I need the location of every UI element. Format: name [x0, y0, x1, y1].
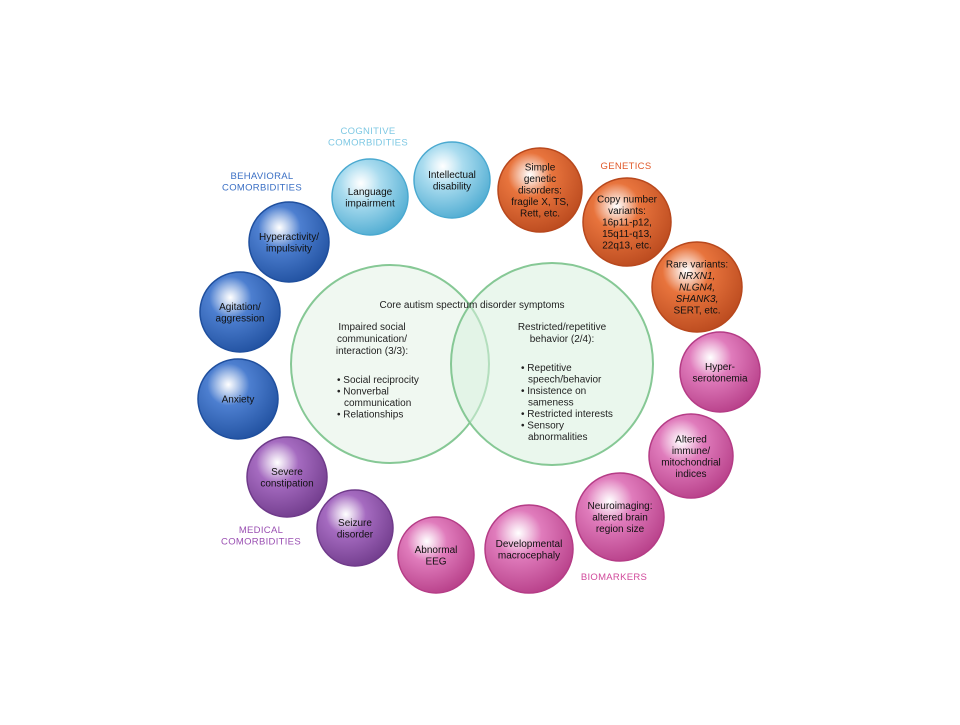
- language-impairment-circle: [331, 158, 409, 236]
- core-title: Core autism spectrum disorder symptoms: [379, 300, 564, 311]
- developmental-macrocephaly-circle: [484, 504, 574, 594]
- bubble-hyperserotonemia: Hyper-serotonemia: [679, 331, 761, 413]
- bubble-anxiety: Anxiety: [197, 358, 279, 440]
- altered-immune-indices-circle: [648, 413, 734, 499]
- biomarkers-group-label: BIOMARKERS: [581, 572, 647, 583]
- rare-variants-label: Rare variants:NRXN1,NLGN4,SHANK3,SERT, e…: [666, 260, 728, 317]
- agitation-aggression-label: Agitation/aggression: [216, 302, 265, 325]
- hyperserotonemia-label: Hyper-serotonemia: [692, 362, 747, 385]
- abnormal-eeg-circle: [397, 516, 475, 594]
- venn-right-circle: [450, 262, 654, 466]
- venn-core: Core autism spectrum disorder symptoms I…: [290, 262, 654, 466]
- anxiety-label: Anxiety: [222, 395, 255, 406]
- bubble-rare-variants: Rare variants:NRXN1,NLGN4,SHANK3,SERT, e…: [651, 241, 743, 333]
- simple-genetic-disorders-circle: [497, 147, 583, 233]
- copy-number-variants-circle: [582, 177, 672, 267]
- hyperserotonemia-circle: [679, 331, 761, 413]
- genetics-group-label: GENETICS: [601, 161, 652, 172]
- agitation-aggression-circle: [199, 271, 281, 353]
- intellectual-disability-circle: [413, 141, 491, 219]
- anxiety-circle: [197, 358, 279, 440]
- severe-constipation-circle: [246, 436, 328, 518]
- hyperactivity-impulsivity-circle: [248, 201, 330, 283]
- hyperactivity-impulsivity-label: Hyperactivity/impulsivity: [259, 232, 319, 255]
- bubble-hyperactivity-impulsivity: Hyperactivity/impulsivity: [248, 201, 330, 283]
- neuroimaging-circle: [575, 472, 665, 562]
- bubble-agitation-aggression: Agitation/aggression: [199, 271, 281, 353]
- seizure-disorder-circle: [316, 489, 394, 567]
- rare-variants-circle: [651, 241, 743, 333]
